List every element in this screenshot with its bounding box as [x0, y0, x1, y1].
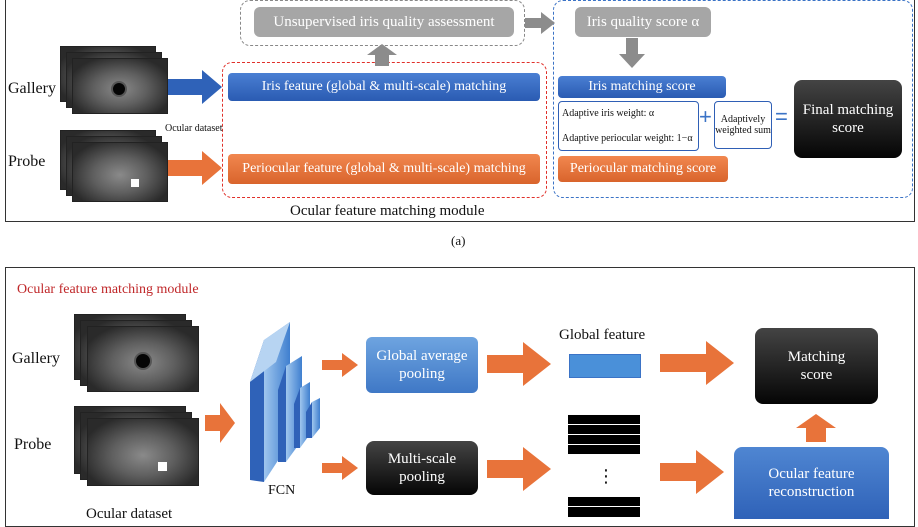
- panel-a: [5, 0, 915, 222]
- weighted-sum-box: Adaptively weighted sum: [714, 101, 772, 149]
- iris-matching-score-box: Iris matching score: [558, 76, 726, 98]
- up-grey-arrow-icon: [367, 44, 397, 66]
- multi-scale-pooling-text: Multi-scale pooling: [387, 451, 457, 485]
- matching-score-box: Matching score: [755, 328, 878, 404]
- reconstruction-to-score-arrow-icon: [796, 414, 836, 442]
- iris-quality-score-box: Iris quality score α: [575, 7, 711, 37]
- gallery-label-top: Gallery: [8, 80, 56, 97]
- adaptive-iris-weight: Adaptive iris weight: α: [562, 108, 655, 119]
- iris-quality-score-text: Iris quality score α: [586, 14, 700, 30]
- adaptive-periocular-weight: Adaptive periocular weight: 1−α: [562, 133, 693, 144]
- ocular-feature-reconstruction-text: Ocular feature reconstruction: [768, 466, 855, 500]
- global-average-pooling-box: Global average pooling: [366, 337, 478, 393]
- global-average-pooling-text: Global average pooling: [376, 348, 468, 382]
- iris-feature-matching-text: Iris feature (global & multi-scale) matc…: [261, 78, 507, 94]
- periocular-feature-matching-text: Periocular feature (global & multi-scale…: [242, 160, 526, 176]
- gallery-label-bottom: Gallery: [12, 350, 60, 367]
- msp-to-features-arrow-icon: [487, 447, 551, 491]
- periocular-matching-score-box: Periocular matching score: [558, 156, 728, 182]
- ocular-feature-reconstruction-box: Ocular feature reconstruction: [734, 447, 889, 519]
- ocular-module-label-top: Ocular feature matching module: [290, 203, 485, 219]
- gallery-arrow-icon: [168, 70, 222, 104]
- weighted-sum-text: Adaptively weighted sum: [715, 114, 771, 136]
- equals-sign: =: [775, 104, 788, 129]
- final-matching-score-box: Final matching score: [794, 80, 902, 158]
- probe-arrow-icon: [168, 151, 222, 185]
- fcn-to-msp-arrow-icon: [322, 456, 358, 480]
- global-feature-label: Global feature: [559, 327, 646, 343]
- bottom-module-title: Ocular feature matching module: [17, 282, 199, 297]
- periocular-feature-matching-box: Periocular feature (global & multi-scale…: [228, 154, 540, 184]
- unsupervised-quality-text: Unsupervised iris quality assessment: [273, 14, 495, 30]
- global-feature-bar: [569, 354, 641, 378]
- probe-label-bottom: Probe: [14, 436, 52, 453]
- adaptive-weights-box: Adaptive iris weight: α Adaptive periocu…: [558, 101, 699, 151]
- ellipsis-label: ⋮: [597, 466, 615, 487]
- feature-to-score-arrow-icon: [660, 341, 734, 385]
- dataset-to-fcn-arrow-icon: [205, 403, 235, 443]
- fcn-label: FCN: [268, 483, 296, 498]
- periocular-matching-score-text: Periocular matching score: [569, 160, 717, 176]
- fusion-dashed-box: [553, 0, 913, 198]
- probe-label-top: Probe: [8, 153, 46, 170]
- ocular-dataset-label-bottom: Ocular dataset: [86, 506, 173, 522]
- iris-matching-score-text: Iris matching score: [588, 78, 696, 94]
- fcn-to-gap-arrow-icon: [322, 353, 358, 377]
- iris-feature-matching-box: Iris feature (global & multi-scale) matc…: [228, 73, 540, 101]
- matching-score-text: Matching score: [787, 349, 846, 383]
- unsupervised-quality-box: Unsupervised iris quality assessment: [254, 7, 514, 37]
- final-matching-score-text: Final matching score: [802, 102, 894, 136]
- plus-sign: +: [699, 104, 712, 129]
- down-grey-arrow-icon: [619, 38, 645, 68]
- features-to-reconstruction-arrow-icon: [660, 450, 724, 494]
- gap-to-feature-arrow-icon: [487, 342, 551, 386]
- multi-scale-pooling-box: Multi-scale pooling: [366, 441, 478, 495]
- caption-a: (a): [451, 233, 466, 248]
- fcn-network-icon: [250, 322, 320, 482]
- right-grey-arrow-icon: [525, 12, 555, 34]
- ocular-dataset-label-top: Ocular dataset: [165, 123, 223, 134]
